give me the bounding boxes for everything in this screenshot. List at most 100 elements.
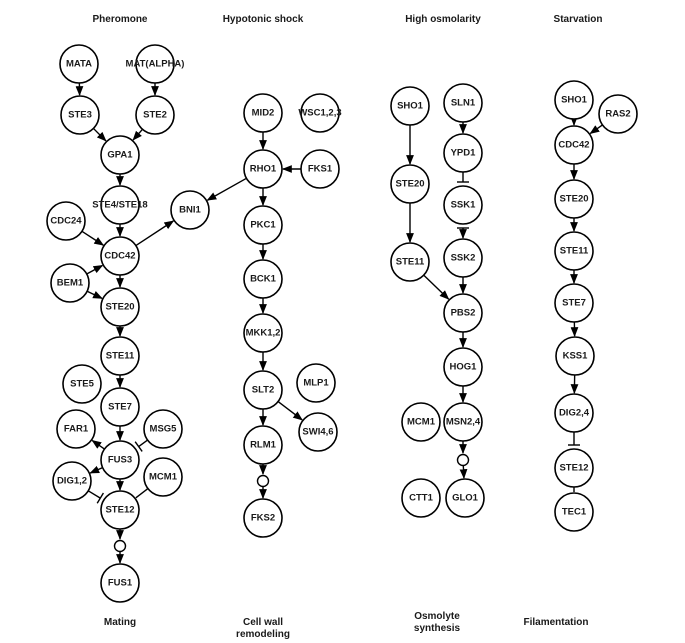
node-glo1: GLO1 xyxy=(445,478,485,518)
node-swi4-6: SWI4,6 xyxy=(298,412,338,452)
node-circle xyxy=(243,149,283,189)
node-label: STE12 xyxy=(559,463,588,474)
node-circle xyxy=(554,231,594,271)
node-ras2: RAS2 xyxy=(598,94,638,134)
node-label: SSK2 xyxy=(451,253,476,264)
node-label: SSK1 xyxy=(451,200,477,211)
node-circle xyxy=(445,478,485,518)
node-label: HOG1 xyxy=(450,362,478,373)
node-label: MAT(ALPHA) xyxy=(126,59,185,70)
gene-expression-junction xyxy=(113,539,127,553)
node-label: DIG2,4 xyxy=(559,408,590,419)
node-label: STE20 xyxy=(105,302,134,313)
node-label: STE20 xyxy=(559,194,588,205)
node-label: GPA1 xyxy=(107,150,133,161)
node-circle xyxy=(243,205,283,245)
node-label: STE7 xyxy=(562,298,586,309)
node-circle xyxy=(56,409,96,449)
edges-layer xyxy=(75,82,603,564)
edge-dig1-2-to-ste12-bar xyxy=(96,492,105,504)
node-label: MSG5 xyxy=(150,424,178,435)
edge-expression-out xyxy=(459,465,468,480)
node-ste5: STE5 xyxy=(62,364,102,404)
node-label: FUS3 xyxy=(108,455,132,466)
node-circle xyxy=(554,283,594,323)
edge-rho1-to-bni1 xyxy=(206,177,247,201)
node-mkk1-2: MKK1,2 xyxy=(243,313,283,353)
node-bck1: BCK1 xyxy=(243,259,283,299)
node-label: BNI1 xyxy=(179,205,201,216)
node-ste11: STE11 xyxy=(390,242,430,282)
node-msn2-4: MSN2,4 xyxy=(443,402,483,442)
node-circle xyxy=(100,287,140,327)
node-far1: FAR1 xyxy=(56,409,96,449)
node-label: MATA xyxy=(66,59,92,70)
node-circle xyxy=(52,461,92,501)
node-circle xyxy=(62,364,102,404)
node-label: RLM1 xyxy=(250,440,277,451)
node-circle xyxy=(443,133,483,173)
node-circle xyxy=(50,263,90,303)
node-circle xyxy=(554,448,594,488)
node-circle xyxy=(554,80,594,120)
node-circle xyxy=(296,363,336,403)
node-circle xyxy=(100,336,140,376)
edge-cdc42-to-bni1 xyxy=(135,220,175,247)
node-sln1: SLN1 xyxy=(443,83,483,123)
edge-ste3-to-gpa1 xyxy=(92,127,107,142)
node-circle xyxy=(60,95,100,135)
node-label: STE11 xyxy=(396,257,425,268)
edge-ras2-to-cdc42 xyxy=(589,124,603,135)
node-circle xyxy=(401,478,441,518)
node-circle xyxy=(135,44,175,84)
node-label: MSN2,4 xyxy=(446,417,481,428)
node-label: STE12 xyxy=(105,505,134,516)
stimulus-label-high-osmolarity: High osmolarity xyxy=(405,14,481,25)
node-circle xyxy=(135,95,175,135)
edge-msg5-to-fus3 xyxy=(138,439,148,448)
node-circle xyxy=(100,236,140,276)
node-circle xyxy=(390,86,430,126)
node-ste12: STE12 xyxy=(100,490,140,530)
stimulus-label-pheromone: Pheromone xyxy=(92,14,148,25)
node-label: MLP1 xyxy=(303,378,329,389)
edge-slt2-to-swi4-6 xyxy=(277,400,303,421)
edge-bem1-to-ste20 xyxy=(86,290,103,299)
node-ste4-ste18: STE4/STE18 xyxy=(92,185,148,225)
gene-expression-junction xyxy=(456,453,470,467)
node-label: PKC1 xyxy=(250,220,276,231)
node-circle xyxy=(443,347,483,387)
node-label: STE3 xyxy=(68,110,92,121)
node-label: STE2 xyxy=(143,110,167,121)
node-label: MCM1 xyxy=(407,417,436,428)
node-circle xyxy=(443,293,483,333)
node-circle xyxy=(390,164,430,204)
node-pbs2: PBS2 xyxy=(443,293,483,333)
edge-mcm1-to-ste12 xyxy=(135,488,149,499)
outcome-label-filamentation: Filamentation xyxy=(523,617,589,628)
node-circle xyxy=(100,563,140,603)
node-circle xyxy=(243,370,283,410)
node-fks1: FKS1 xyxy=(300,149,340,189)
node-circle xyxy=(443,185,483,225)
node-tec1: TEC1 xyxy=(554,492,594,532)
node-label: TEC1 xyxy=(562,507,587,518)
node-wsc1-2-3: WSC1,2,3 xyxy=(298,93,342,133)
node-label: STE11 xyxy=(106,351,135,362)
edge-fus3-to-dig1-2 xyxy=(89,465,103,474)
node-cdc24: CDC24 xyxy=(46,201,86,241)
stimulus-label-hypotonic-shock: Hypotonic shock xyxy=(222,14,304,25)
node-fks2: FKS2 xyxy=(243,498,283,538)
node-mata: MATA xyxy=(59,44,99,84)
node-bem1: BEM1 xyxy=(50,263,90,303)
node-circle xyxy=(443,83,483,123)
node-gpa1: GPA1 xyxy=(100,135,140,175)
node-sho1: SHO1 xyxy=(390,86,430,126)
edge-dig1-2-to-ste12 xyxy=(87,490,101,499)
node-circle xyxy=(243,93,283,133)
edge-fus3-to-far1 xyxy=(91,439,105,450)
node-circle xyxy=(243,425,283,465)
node-label: BEM1 xyxy=(57,278,84,289)
node-circle xyxy=(300,93,340,133)
node-dig2-4: DIG2,4 xyxy=(554,393,594,433)
